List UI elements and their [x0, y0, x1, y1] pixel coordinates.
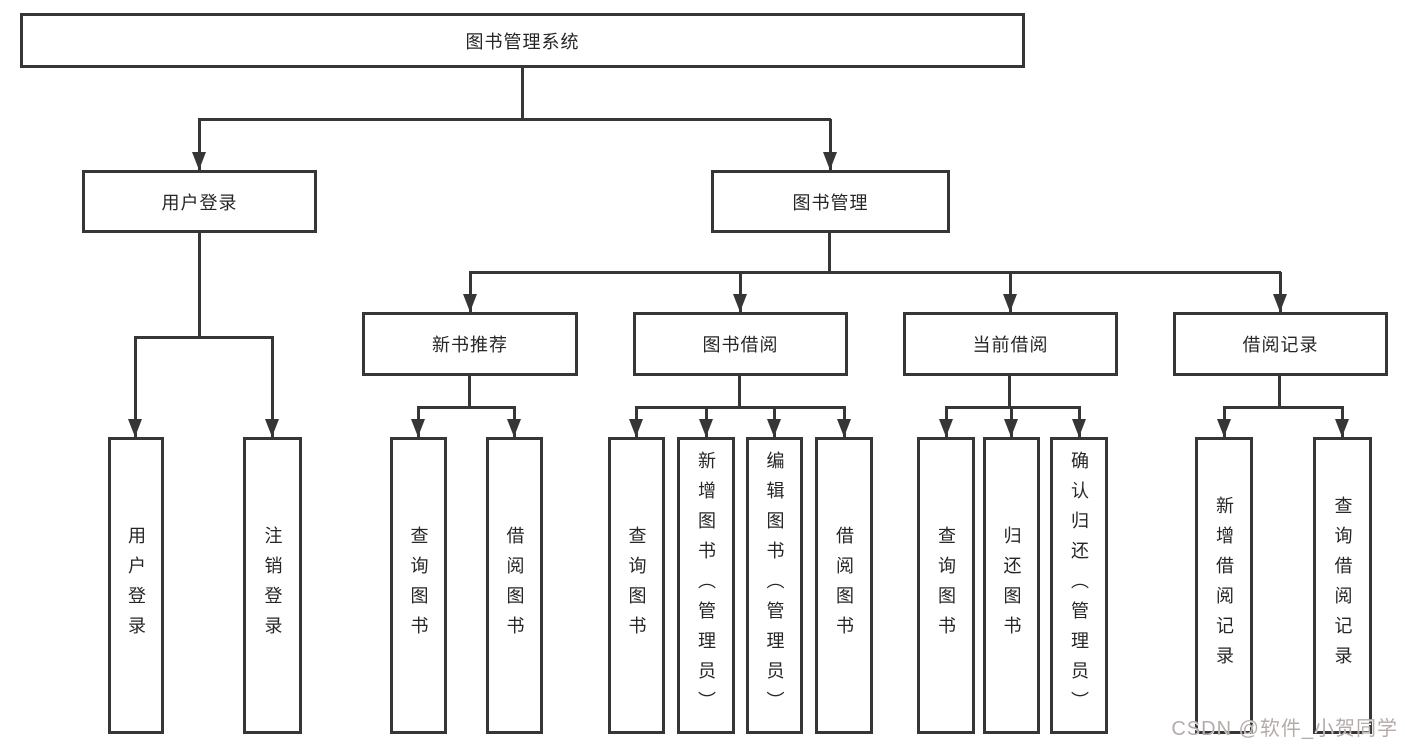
- leaf-add-book-admin: 新增图书（管理员）: [677, 437, 735, 734]
- leaf-edit-book-admin: 编辑图书（管理员）: [746, 437, 803, 734]
- arrow-down: [1003, 272, 1017, 312]
- leaf-logout: 注销登录: [243, 437, 302, 734]
- leaf-borrow-book-recommend: 借阅图书: [486, 437, 543, 734]
- leaf-query-book-current: 查询图书: [917, 437, 975, 734]
- node-label: 新书推荐: [432, 335, 508, 355]
- connector-v-line: [468, 376, 471, 407]
- leaf-query-book-borrow: 查询图书: [608, 437, 665, 734]
- arrow-down: [733, 272, 747, 312]
- connector-h-line: [635, 406, 846, 409]
- arrow-down: [939, 407, 953, 437]
- leaf-label: 查询图书: [408, 525, 429, 646]
- node-root-label: 图书管理系统: [465, 31, 580, 52]
- node-user-login: 用户登录: [82, 170, 317, 233]
- arrow-down: [823, 119, 837, 170]
- connector-v-line: [738, 376, 741, 407]
- arrow-down: [192, 119, 206, 170]
- leaf-label: 借阅图书: [504, 525, 525, 646]
- leaf-return-book: 归还图书: [983, 437, 1040, 734]
- leaf-label: 查询图书: [626, 525, 647, 646]
- leaf-label: 新增图书（管理员）: [696, 450, 716, 721]
- node-book-borrow: 图书借阅: [633, 312, 848, 376]
- node-label: 图书借阅: [702, 335, 779, 355]
- node-label: 借阅记录: [1242, 335, 1319, 355]
- connector-h-line: [198, 118, 831, 121]
- leaf-label: 编辑图书（管理员）: [764, 450, 785, 721]
- arrow-down: [1273, 272, 1287, 312]
- connector-v-line: [198, 233, 201, 337]
- arrow-down: [767, 407, 781, 437]
- arrow-down: [1217, 407, 1231, 437]
- arrow-down: [128, 337, 142, 437]
- connector-h-line: [945, 406, 1081, 409]
- leaf-label: 查询借阅记录: [1332, 495, 1353, 676]
- leaf-borrow-book: 借阅图书: [815, 437, 873, 734]
- connector-h-line: [417, 406, 516, 409]
- leaf-label: 确认归还（管理员）: [1069, 450, 1089, 721]
- arrow-down: [1335, 407, 1349, 437]
- arrow-down: [265, 337, 279, 437]
- leaf-label: 查询图书: [936, 525, 956, 646]
- node-label: 当前借阅: [972, 335, 1049, 355]
- node-current-borrow: 当前借阅: [903, 312, 1118, 376]
- connector-h-line: [469, 271, 1281, 274]
- leaf-label: 注销登录: [262, 525, 283, 646]
- node-label: 用户登录: [161, 192, 238, 213]
- leaf-label: 借阅图书: [834, 525, 854, 646]
- arrow-down: [699, 407, 713, 437]
- connector-v-line: [1008, 376, 1011, 407]
- node-new-book-recommend: 新书推荐: [362, 312, 578, 376]
- connector-v-line: [828, 233, 831, 272]
- arrow-down: [837, 407, 851, 437]
- leaf-label: 归还图书: [1001, 525, 1022, 646]
- leaf-user-login: 用户登录: [108, 437, 164, 734]
- node-label: 图书管理: [792, 192, 869, 213]
- connector-v-line: [1278, 376, 1281, 407]
- arrow-down: [1004, 407, 1018, 437]
- leaf-query-borrow-record: 查询借阅记录: [1313, 437, 1372, 734]
- node-root: 图书管理系统: [20, 13, 1025, 68]
- arrow-down: [463, 272, 477, 312]
- leaf-confirm-return-admin: 确认归还（管理员）: [1050, 437, 1108, 734]
- node-borrow-records: 借阅记录: [1173, 312, 1388, 376]
- leaf-label: 用户登录: [126, 525, 146, 646]
- connector-h-line: [1223, 406, 1344, 409]
- leaf-label: 新增借阅记录: [1214, 495, 1234, 676]
- node-book-management: 图书管理: [711, 170, 950, 233]
- arrow-down: [1072, 407, 1086, 437]
- arrow-down: [411, 407, 425, 437]
- connector-v-line: [521, 68, 524, 119]
- leaf-query-book-recommend: 查询图书: [390, 437, 447, 734]
- csdn-watermark: CSDN @软件_小贺同学: [1171, 718, 1398, 740]
- arrow-down: [629, 407, 643, 437]
- leaf-add-borrow-record: 新增借阅记录: [1195, 437, 1253, 734]
- connector-h-line: [134, 336, 274, 339]
- arrow-down: [507, 407, 521, 437]
